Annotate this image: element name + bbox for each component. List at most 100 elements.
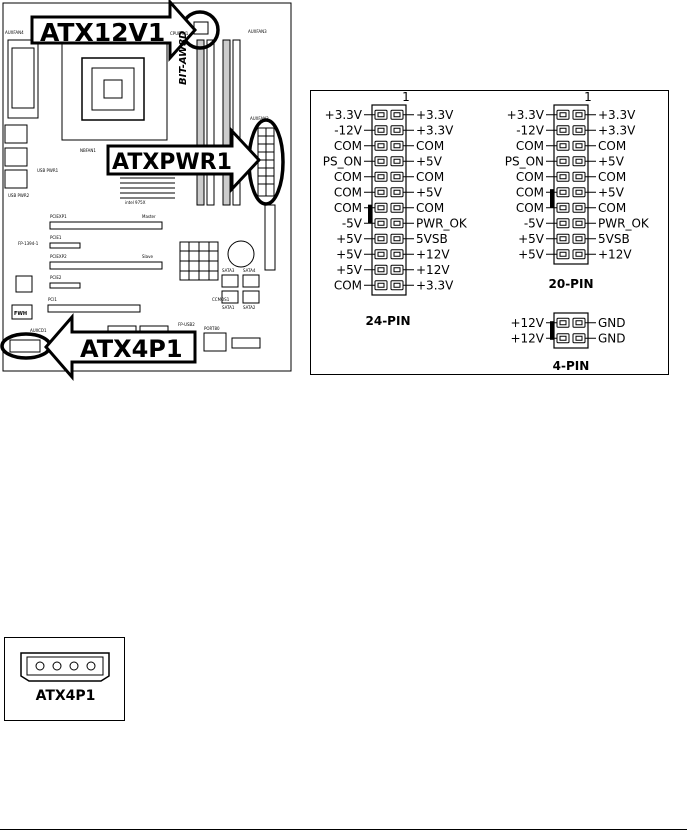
p20-pin-left-inner-7 bbox=[559, 205, 567, 211]
cpufan1-label: CPUFAN1 bbox=[170, 31, 189, 36]
p20-label-left-2: -12V bbox=[516, 123, 545, 137]
p20-pin-left-inner-9 bbox=[559, 236, 567, 242]
auxfan4-label: AUXFAN4 bbox=[5, 30, 24, 35]
p20-label-right-4: +5V bbox=[598, 154, 625, 168]
p20-pin-right-inner-6 bbox=[575, 189, 583, 195]
p24-pin-right-1 bbox=[390, 109, 404, 120]
fp-1394-label: FP-1394-1 bbox=[18, 241, 39, 246]
auxcd1-label: AUXCD1 bbox=[30, 328, 47, 333]
cpu-socket bbox=[81, 57, 145, 121]
p20-pin-left-inner-8 bbox=[559, 220, 567, 226]
p4-label-left-1: +12V bbox=[510, 316, 544, 330]
p24-pin-left-inner-8 bbox=[377, 220, 385, 226]
p24-pin-right-inner-12 bbox=[393, 282, 401, 288]
p24-pin-left-6 bbox=[374, 187, 388, 198]
p24-pin-left-inner-2 bbox=[377, 127, 385, 133]
pci1-label: PCI1 bbox=[48, 297, 57, 302]
p24-pin-left-12 bbox=[374, 280, 388, 291]
sata1-label: SATA1 bbox=[222, 305, 235, 310]
p4-pin-left-2 bbox=[556, 333, 570, 344]
p24-pin-left-7 bbox=[374, 202, 388, 213]
p20-pin-left-inner-10 bbox=[559, 251, 567, 257]
pcie-x16-2-label: PCIEXP2 bbox=[50, 254, 67, 259]
atxpwr1-callout-label: ATXPWR1 bbox=[112, 150, 232, 175]
p24-label-left-12: COM bbox=[334, 278, 362, 292]
p4-pin-right-1 bbox=[572, 317, 586, 328]
atx4p1-connector-drawing bbox=[20, 652, 110, 682]
p20-label-right-5: COM bbox=[598, 170, 626, 184]
p24-pin-right-inner-5 bbox=[393, 174, 401, 180]
p20-label-right-6: +5V bbox=[598, 185, 625, 199]
nbfan1-label: NBFAN1 bbox=[80, 148, 96, 153]
p20-pin-right-7 bbox=[572, 202, 586, 213]
p20-label-left-3: COM bbox=[516, 139, 544, 153]
p24-pin-right-inner-6 bbox=[393, 189, 401, 195]
p20-label-left-9: +5V bbox=[518, 232, 545, 246]
p24-label-right-6: +5V bbox=[416, 185, 443, 199]
p24-pin-right-11 bbox=[390, 264, 404, 275]
atx4p1-connector bbox=[9, 339, 41, 353]
p24-pin-left-10 bbox=[374, 249, 388, 260]
p24-pin-left-1 bbox=[374, 109, 388, 120]
p20-pin-right-10 bbox=[572, 249, 586, 260]
p20-pin-left-2 bbox=[556, 125, 570, 136]
p24-label-left-9: +5V bbox=[336, 232, 363, 246]
p24-label-left-2: -12V bbox=[334, 123, 363, 137]
p20-pin-left-inner-4 bbox=[559, 158, 567, 164]
rear-io-block bbox=[7, 39, 39, 119]
p20-label-left-10: +5V bbox=[518, 247, 545, 261]
master-label: Master bbox=[142, 214, 156, 219]
ide-connector bbox=[264, 204, 276, 271]
p24-pin-left-9 bbox=[374, 233, 388, 244]
atx4p1-example-label: ATX4P1 bbox=[35, 688, 96, 704]
p24-label-left-1: +3.3V bbox=[325, 108, 363, 122]
p20-pin-left-6 bbox=[556, 187, 570, 198]
p24-key-mark bbox=[368, 204, 372, 224]
p20-pin-right-9 bbox=[572, 233, 586, 244]
atx12v1-connector bbox=[193, 21, 209, 35]
p24-pin-right-3 bbox=[390, 140, 404, 151]
p24-pin-right-inner-8 bbox=[393, 220, 401, 226]
sata3-connector bbox=[221, 274, 239, 288]
p24-pin-left-3 bbox=[374, 140, 388, 151]
p24-pin1-number: 1 bbox=[402, 91, 410, 104]
p4-pin-left-1 bbox=[556, 317, 570, 328]
p4-pin-right-inner-2 bbox=[575, 335, 583, 341]
p20-pin-right-3 bbox=[572, 140, 586, 151]
p20-pin-left-inner-5 bbox=[559, 174, 567, 180]
auxfan3-label: AUXFAN3 bbox=[248, 29, 267, 34]
p24-pin-left-inner-4 bbox=[377, 158, 385, 164]
lan2-port bbox=[4, 147, 28, 167]
p24-pin-left-inner-7 bbox=[377, 205, 385, 211]
p24-pin-right-inner-4 bbox=[393, 158, 401, 164]
p20-pin-right-inner-5 bbox=[575, 174, 583, 180]
p24-pin-right-2 bbox=[390, 125, 404, 136]
p24-label-right-12: +3.3V bbox=[416, 278, 454, 292]
p4-pin-right-2 bbox=[572, 333, 586, 344]
p20-pin-left-9 bbox=[556, 233, 570, 244]
p24-pin-right-9 bbox=[390, 233, 404, 244]
p24-pin-left-inner-12 bbox=[377, 282, 385, 288]
p20-pin1-number: 1 bbox=[584, 91, 592, 104]
p20-label-right-7: COM bbox=[598, 201, 626, 215]
p24-pin-right-10 bbox=[390, 249, 404, 260]
heatsink-fins bbox=[120, 177, 175, 199]
p20-title: 20-PIN bbox=[549, 277, 594, 291]
slave-label: Slave bbox=[142, 254, 153, 259]
pcie2-label: PCIE2 bbox=[50, 275, 62, 280]
p20-label-right-8: PWR_OK bbox=[598, 216, 650, 230]
p24-pin-right-inner-2 bbox=[393, 127, 401, 133]
p24-label-right-1: +3.3V bbox=[416, 108, 454, 122]
p24-label-left-3: COM bbox=[334, 139, 362, 153]
p20-label-left-4: PS_ON bbox=[505, 154, 544, 168]
p24-pin-left-inner-1 bbox=[377, 112, 385, 118]
p24-label-right-2: +3.3V bbox=[416, 123, 454, 137]
bios-chip bbox=[15, 275, 33, 293]
p20-pin-right-inner-7 bbox=[575, 205, 583, 211]
p24-label-right-5: COM bbox=[416, 170, 444, 184]
p20-label-right-9: 5VSB bbox=[598, 232, 630, 246]
battery bbox=[227, 240, 255, 268]
p20-label-left-8: -5V bbox=[524, 216, 545, 230]
p4-pin-left-inner-2 bbox=[559, 335, 567, 341]
